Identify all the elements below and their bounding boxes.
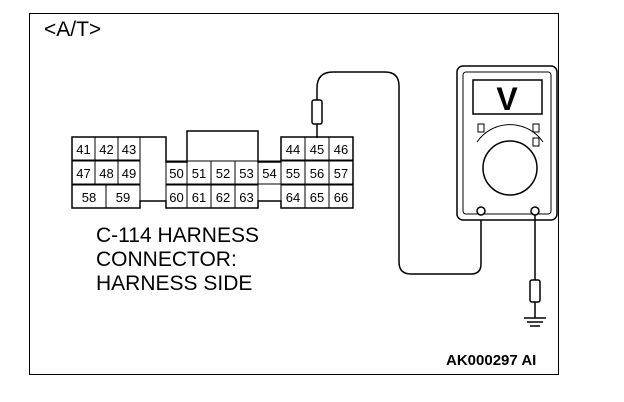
pin-cell-59 [105,184,141,209]
pin-label-55: 55 [286,166,300,181]
pin-label-48: 48 [99,166,113,181]
pin-label-45: 45 [310,142,324,157]
connector-pins: 41 42 43 44 45 46 47 48 49 50 51 52 53 54 55 56 57 58 59 60… [71,136,354,209]
caption-line-3: HARNESS SIDE [96,272,253,295]
pin-label-56: 56 [310,166,324,181]
pin-cell-46 [328,136,354,161]
caption-line-1: C-114 HARNESS [96,224,259,247]
pin-label-62: 62 [216,190,230,205]
pin-label-61: 61 [192,190,206,205]
pin-cell-57 [328,160,354,185]
caption-line-2: CONNECTOR: [96,248,237,271]
pin-label-53: 53 [239,166,253,181]
pin-label-63: 63 [239,190,253,205]
pin-label-47: 47 [76,166,90,181]
pin-label-43: 43 [122,142,136,157]
pin-label-64: 64 [286,190,300,205]
pin-label-46: 46 [334,142,348,157]
probe-lead-ground [529,215,541,318]
pin-label-50: 50 [169,166,183,181]
probe-tip-icon [311,99,323,138]
probe-lead-positive [316,71,482,275]
pin-label-44: 44 [286,142,300,157]
multimeter-icon: V [456,65,558,221]
pin-cell-43 [117,136,141,161]
ground-symbol-icon [524,317,546,327]
pin-label-49: 49 [122,166,136,181]
pin-label-41: 41 [76,142,90,157]
pin-label-42: 42 [99,142,113,157]
pin-label-59: 59 [116,190,130,205]
pin-label-57: 57 [334,166,348,181]
pin-label-51: 51 [192,166,206,181]
pin-cell-63 [234,184,259,209]
pin-cell-66 [328,184,354,209]
figure-code: AK000297 AI [446,352,537,369]
pin-label-54: 54 [262,166,276,181]
meter-display-symbol: V [496,81,518,117]
pin-label-66: 66 [334,190,348,205]
pin-label-60: 60 [169,190,183,205]
variant-title: <A/T> [44,18,102,41]
pin-cell-49 [117,160,141,185]
pin-label-58: 58 [82,190,96,205]
pin-label-52: 52 [216,166,230,181]
connector-caption: C-114 HARNESS CONNECTOR: HARNESS SIDE [96,224,259,296]
pin-label-65: 65 [310,190,324,205]
